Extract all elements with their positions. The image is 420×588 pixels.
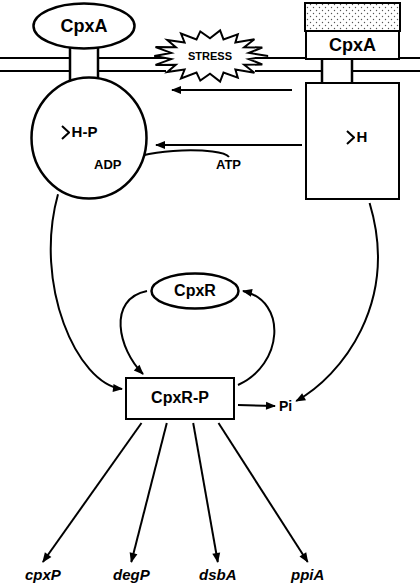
stippled-domain: [305, 3, 400, 31]
sensor-domain-oval: CpxA: [32, 2, 136, 50]
label-group: cpxP: [25, 566, 61, 583]
label-group: ppiA: [291, 566, 324, 583]
connector-arrow: [51, 194, 122, 389]
label-group: STRESS: [188, 50, 232, 63]
label-group: CpxR: [174, 282, 216, 300]
connector-arrow: [193, 423, 218, 562]
gene-name: cpxP: [24, 566, 62, 583]
node-text: ATP: [216, 158, 241, 173]
label-group: H-P: [61, 123, 98, 140]
connector-arrow: [121, 291, 147, 374]
atp-label: ATP: [215, 158, 242, 173]
node-text: CpxA: [60, 16, 107, 37]
node-text: H-P: [72, 123, 98, 140]
label-group: CpxR-P: [151, 389, 209, 407]
connector-arrow: [238, 405, 275, 406]
regulator-oval: CpxR: [150, 272, 240, 310]
adp-label: ADP: [93, 158, 122, 173]
node-text: STRESS: [188, 50, 232, 63]
histidine-marker: [61, 125, 70, 140]
label-group: Pi: [279, 398, 292, 414]
node-text: dsbA: [199, 566, 237, 583]
label-group: ATP: [216, 158, 241, 173]
connector-arrow: [156, 144, 302, 146]
label-group: degP: [113, 566, 150, 583]
conformation-arrow: [172, 89, 292, 91]
transmembrane-stalk: [322, 58, 352, 84]
connector-arrow: [219, 423, 308, 562]
connector-arrow: [296, 203, 378, 401]
label-group: ADP: [94, 158, 121, 173]
membrane: [0, 58, 166, 71]
kinase-domain-phosphorylated: H-P: [30, 76, 148, 200]
connector-arrow: [43, 423, 142, 562]
sensor-domain-box: CpxA: [305, 30, 400, 60]
node-text: H: [357, 128, 368, 145]
node-text: Pi: [279, 398, 292, 414]
stress-starburst: STRESS: [150, 28, 270, 84]
gene-name: degP: [112, 566, 151, 583]
label-group: CpxA: [329, 35, 376, 56]
label-group: H: [346, 128, 368, 145]
histidine-marker: [346, 130, 355, 145]
node-text: CpxR-P: [151, 389, 209, 407]
label-group: CpxA: [60, 16, 107, 37]
gene-name: dsbA: [198, 566, 238, 583]
node-text: degP: [113, 566, 150, 583]
gene-name: ppiA: [290, 566, 325, 583]
connector-arrow: [238, 291, 274, 385]
kinase-domain: H: [305, 82, 400, 200]
label-group: dsbA: [199, 566, 237, 583]
node-text: CpxR: [174, 282, 216, 300]
node-text: cpxP: [25, 566, 61, 583]
phosphate-label: Pi: [278, 398, 293, 414]
node-text: CpxA: [329, 35, 376, 56]
connector-arrow: [131, 423, 167, 562]
node-text: ADP: [94, 158, 121, 173]
node-text: ppiA: [291, 566, 324, 583]
phospho-regulator-box: CpxR-P: [125, 377, 235, 420]
